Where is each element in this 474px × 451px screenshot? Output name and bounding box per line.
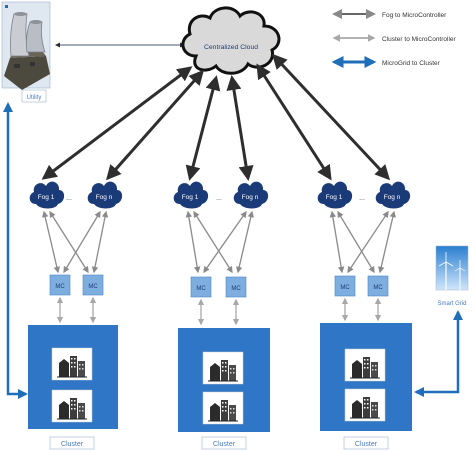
mc-left-label: MC — [196, 286, 206, 292]
fog-dots: ... — [66, 195, 72, 202]
arrow-cloud-fog-1 — [41, 66, 193, 180]
cloud-label: Centralized Cloud — [204, 44, 258, 51]
group-1: Fog 1 ... Fog n MC MC Cluster — [28, 181, 123, 450]
arrow-cloud-fog-4 — [226, 75, 254, 181]
fog-dots: ... — [359, 195, 365, 202]
legend-fog-label: Fog to MicroController — [382, 12, 447, 19]
fog-1-label: Fog 1 — [182, 194, 199, 201]
fog-1-label: Fog 1 — [326, 194, 343, 201]
fog-1-cloud — [317, 181, 353, 209]
smart-grid-wind-icon — [435, 245, 469, 291]
arrow-fog-mc — [236, 210, 254, 274]
arrow-fog-mc — [185, 210, 201, 274]
cluster-label: Cluster — [355, 441, 378, 448]
fog-n-cloud — [233, 181, 269, 209]
fog-1-cloud — [173, 181, 209, 209]
legend: Fog to MicroController Cluster to MicroC… — [331, 9, 457, 68]
arrow-fog-mc — [378, 210, 396, 274]
mc-right-label: MC — [88, 284, 98, 290]
cluster-label-box — [343, 436, 389, 450]
cluster-label: Cluster — [61, 441, 84, 448]
cloud-fog-arrows — [41, 53, 391, 181]
building-icon — [205, 394, 241, 422]
group-2: Fog 1 ... Fog n MC MC Cluster — [173, 181, 270, 450]
cluster-label-box — [201, 436, 247, 450]
mc-right-box — [225, 276, 247, 298]
building-icon — [347, 351, 383, 379]
smartgrid-cluster-arrow — [414, 310, 463, 397]
utility-plant-icon — [1, 1, 51, 90]
building-icon — [54, 350, 90, 378]
utility-label: Utility — [27, 95, 42, 101]
mc-right-label: MC — [373, 285, 383, 291]
mc-left-label: MC — [55, 284, 65, 290]
smart-grid-label: Smart Grid — [437, 301, 466, 307]
group-3: Fog 1 ... Fog n MC MC Cluster — [317, 181, 412, 450]
building-icon — [347, 391, 383, 419]
fog-n-cloud — [87, 181, 123, 209]
mc-right-box — [367, 275, 389, 297]
fog-dots: ... — [216, 195, 222, 202]
mc-left-box — [49, 274, 71, 296]
mc-left-label: MC — [340, 285, 350, 291]
arrow-cloud-fog-3 — [185, 75, 221, 181]
cluster-label: Cluster — [213, 441, 236, 448]
utility-cluster-arrow — [3, 102, 28, 399]
arrow-fog-mc — [193, 210, 233, 274]
legend-cluster-label: Cluster to MicroController — [382, 36, 457, 43]
mc-right-box — [82, 274, 104, 296]
fog-n-label: Fog n — [242, 194, 259, 201]
mc-right-label: MC — [231, 286, 241, 292]
building-icon — [54, 392, 90, 420]
legend-microgrid-label: MicroGrid to Cluster — [382, 60, 441, 67]
fog-1-cloud — [29, 181, 65, 209]
building-icon — [205, 354, 241, 382]
arrow-cloud-fog-6 — [271, 53, 391, 181]
fog-1-label: Fog 1 — [38, 194, 55, 201]
fog-n-label: Fog n — [384, 194, 401, 201]
fog-n-cloud — [375, 181, 411, 209]
arrow-fog-mc — [329, 210, 345, 274]
arrow-cloud-fog-5 — [256, 63, 332, 181]
centralized-cloud — [181, 6, 281, 75]
mc-left-box — [334, 275, 356, 297]
arrow-cloud-fog-2 — [106, 69, 204, 181]
mc-left-box — [190, 276, 212, 298]
fog-n-label: Fog n — [96, 194, 113, 201]
cluster-label-box — [49, 436, 95, 450]
arrow-fog-mc — [91, 210, 109, 274]
